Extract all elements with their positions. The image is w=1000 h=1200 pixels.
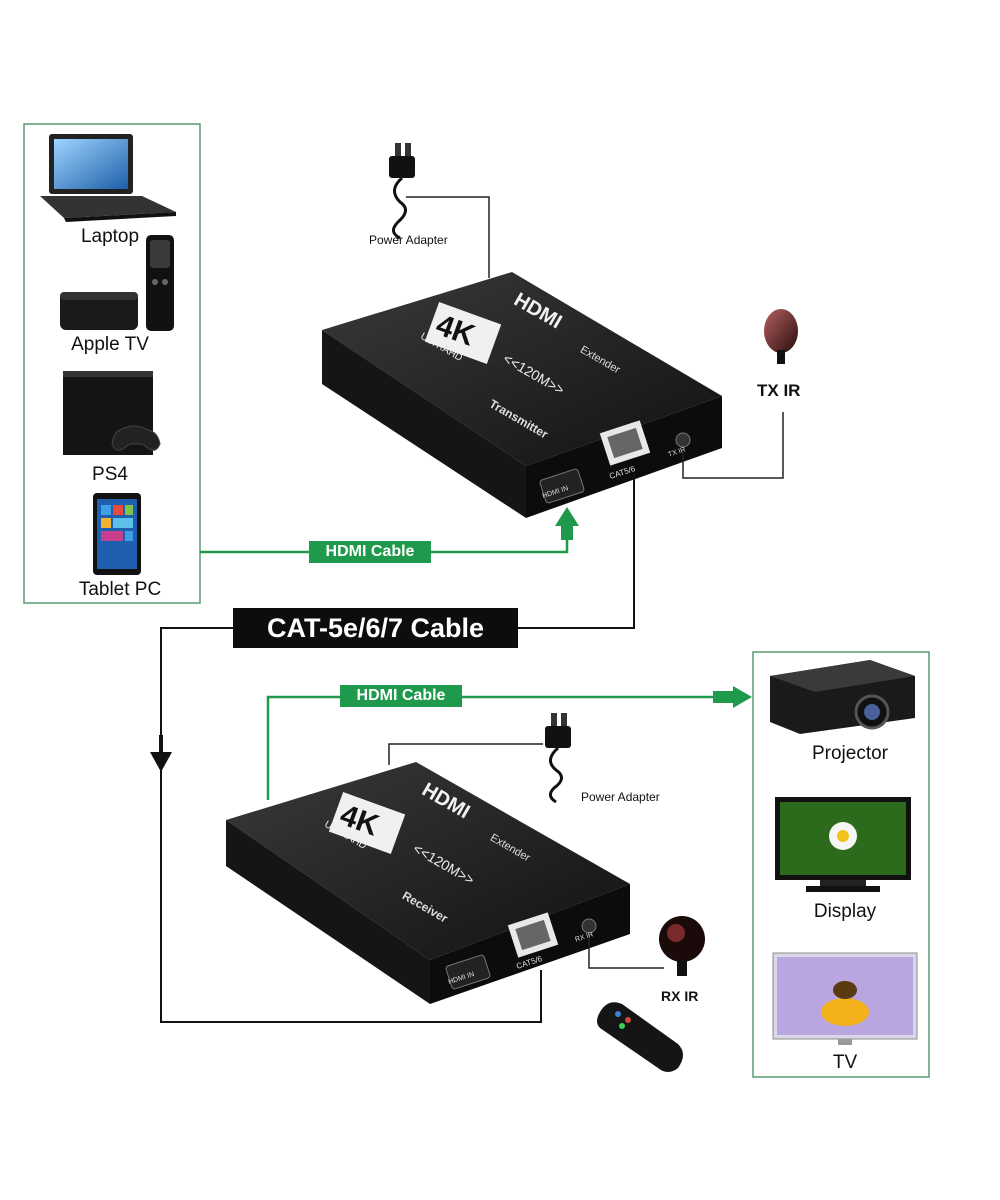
- hdmi-cable-bottom-line: [266, 695, 735, 800]
- down-arrow-icon: [150, 752, 172, 772]
- right-arrow-shaft: [713, 691, 735, 703]
- power-adapter-bottom-label: Power Adapter: [581, 790, 660, 804]
- source-label-tablet: Tablet PC: [78, 579, 162, 600]
- power-adapter-bottom-icon: [545, 713, 571, 804]
- power-adapter-top-icon: [389, 143, 415, 240]
- receiver-unit: [226, 762, 630, 1004]
- right-arrow-icon: [733, 686, 752, 708]
- source-label-laptop: Laptop: [80, 226, 140, 247]
- power-line-top: [406, 196, 490, 278]
- display-label-tv: TV: [832, 1052, 858, 1073]
- apple-tv-icon: [60, 235, 174, 331]
- display-devices-frame: [752, 651, 930, 1078]
- tablet-icon: [93, 493, 141, 575]
- display-label-display: Display: [813, 901, 877, 922]
- rx-ir-line: [588, 937, 664, 969]
- down-arrow-shaft: [159, 735, 163, 755]
- tx-ir-sensor-icon: [764, 309, 798, 364]
- laptop-icon: [40, 134, 176, 222]
- projector-icon: [770, 660, 915, 734]
- tx-ir-line: [682, 412, 784, 479]
- display-monitor-icon: [775, 797, 911, 892]
- hdmi-cable-bottom-tag: HDMI Cable: [340, 685, 462, 707]
- rx-ir-sensor-icon: [659, 916, 705, 976]
- source-label-ps4: PS4: [92, 464, 128, 485]
- remote-control-icon: [597, 1002, 683, 1072]
- hdmi-cable-top-tag: HDMI Cable: [309, 541, 431, 563]
- up-arrow-shaft: [561, 524, 573, 540]
- tv-icon: [772, 952, 918, 1045]
- up-arrow-icon: [555, 507, 579, 526]
- ps4-icon: [63, 371, 161, 455]
- power-line-bottom: [388, 743, 543, 765]
- tx-ir-label: TX IR: [757, 381, 801, 400]
- display-label-projector: Projector: [811, 743, 889, 764]
- cat-cable-tag: CAT-5e/6/7 Cable: [233, 608, 518, 648]
- cat-cable-line: [160, 472, 635, 1023]
- source-devices-frame: [23, 123, 201, 604]
- source-label-apple-tv: Apple TV: [71, 334, 149, 355]
- power-adapter-top-label: Power Adapter: [369, 233, 448, 247]
- rx-ir-label: RX IR: [661, 988, 699, 1004]
- transmitter-unit: [322, 272, 722, 518]
